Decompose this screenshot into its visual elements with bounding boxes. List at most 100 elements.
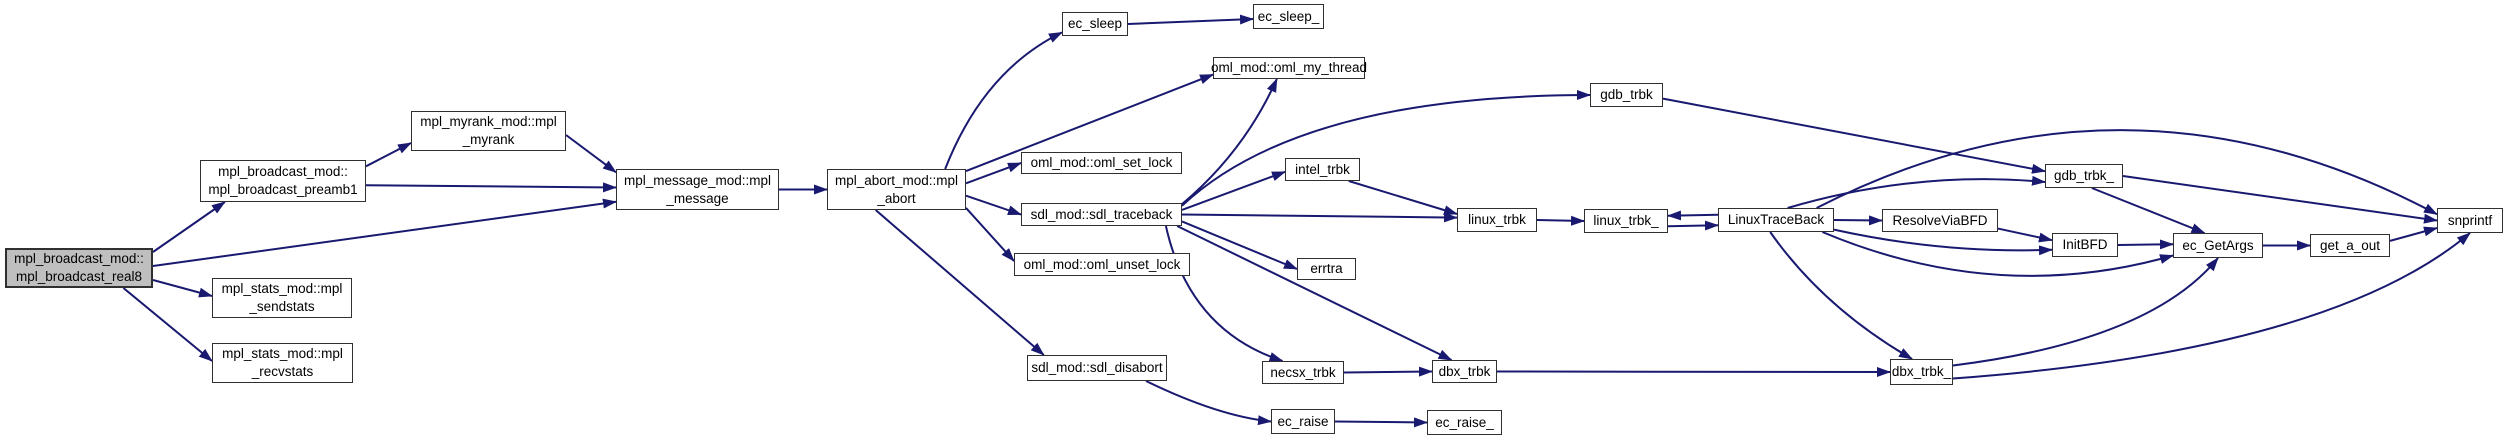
call-edge-mpl_broadcast_preamb1-to-mpl_myrank (365, 142, 412, 168)
graph-node-label: mpl_broadcast_mod:: (218, 164, 348, 179)
graph-node-necsx_trbk[interactable]: necsx_trbk (1262, 361, 1344, 384)
call-edge-mpl_abort-to-oml_set_lock (965, 162, 1022, 185)
graph-node-ec_sleep_[interactable]: ec_sleep_ (1253, 4, 1324, 29)
call-edge-sdl_traceback-to-dbx_trbk (1176, 225, 1453, 361)
call-edge-ec_sleep-to-ec_sleep_ (1127, 14, 1254, 25)
graph-node-label: ec_GetArgs (2182, 237, 2254, 253)
graph-node-label: mpl_stats_mod::mpl (221, 281, 343, 296)
graph-node-ResolveViaBFD[interactable]: ResolveViaBFD (1882, 209, 1998, 232)
call-edge-mpl_abort-to-oml_unset_lock (965, 207, 1015, 262)
call-edge-LinuxTraceBack-to-dbx_trbk_ (1769, 231, 1913, 360)
graph-node-label: sdl_mod::sdl_traceback (1030, 206, 1173, 222)
call-edge-InitBFD-to-ec_GetArgs (2117, 239, 2174, 250)
graph-node-snprintf[interactable]: snprintf (2437, 208, 2503, 233)
call-edge-gdb_trbk_-to-ec_GetArgs (2091, 187, 2206, 234)
call-edge-sdl_traceback-to-errtra (1181, 220, 1298, 270)
graph-node-mpl_abort[interactable]: mpl_abort_mod::mpl_abort (827, 169, 966, 210)
graph-node-label: LinuxTraceBack (1727, 212, 1825, 227)
graph-node-label: dbx_trbk_ (1891, 364, 1952, 379)
graph-node-linux_trbk_[interactable]: linux_trbk_ (1584, 209, 1668, 233)
graph-node-mpl_sendstats[interactable]: mpl_stats_mod::mpl_sendstats (212, 278, 352, 318)
call-edge-mpl_broadcast_preamb1-to-mpl_message (365, 182, 617, 193)
call-edge-dbx_trbk-to-dbx_trbk_ (1496, 366, 1891, 377)
graph-node-oml_unset_lock[interactable]: oml_mod::oml_unset_lock (1014, 253, 1190, 276)
graph-node-mpl_message[interactable]: mpl_message_mod::mpl_message (616, 169, 779, 210)
call-edge-LinuxTraceBack-to-ec_GetArgs (1822, 231, 2174, 277)
graph-node-dbx_trbk[interactable]: dbx_trbk (1432, 360, 1497, 383)
call-edge-sdl_traceback-to-linux_trbk (1181, 212, 1458, 223)
call-edge-mpl_abort-to-ec_sleep (944, 31, 1063, 170)
call-edge-gdb_trbk_-to-snprintf (2122, 175, 2438, 224)
call-edge-get_a_out-to-snprintf (2389, 226, 2438, 242)
graph-node-intel_trbk[interactable]: intel_trbk (1285, 158, 1360, 181)
graph-node-dbx_trbk_[interactable]: dbx_trbk_ (1890, 359, 1953, 385)
graph-node-label: mpl_abort_mod::mpl (834, 172, 959, 188)
graph-node-mpl_broadcast_real8: mpl_broadcast_mod::mpl_broadcast_real8 (5, 248, 153, 288)
graph-node-label: _recvstats (251, 364, 314, 379)
call-edge-linux_trbk-to-linux_trbk_ (1536, 215, 1585, 226)
graph-node-ec_raise_[interactable]: ec_raise_ (1427, 410, 1502, 435)
graph-node-label: necsx_trbk (1270, 364, 1336, 380)
graph-node-label: dbx_trbk (1438, 363, 1491, 379)
graph-node-label: mpl_message_mod::mpl (623, 172, 772, 188)
call-edge-sdl_traceback-to-oml_my_thread (1181, 78, 1278, 205)
graph-node-label: errtra (1310, 261, 1343, 276)
call-edge-ec_raise-to-ec_raise_ (1334, 417, 1428, 428)
call-edge-gdb_trbk-to-gdb_trbk_ (1662, 97, 2046, 174)
call-edge-ResolveViaBFD-to-InitBFD (1997, 227, 2053, 243)
graph-node-label: linux_trbk_ (1593, 213, 1659, 228)
graph-node-mpl_recvstats[interactable]: mpl_stats_mod::mpl_recvstats (212, 343, 353, 383)
graph-node-label: intel_trbk (1295, 161, 1350, 177)
call-edge-sdl_traceback-to-gdb_trbk (1181, 90, 1591, 207)
graph-node-label: mpl_broadcast_mod:: (14, 251, 144, 266)
graph-node-ec_raise[interactable]: ec_raise (1271, 409, 1335, 434)
graph-node-label: oml_mod::oml_set_lock (1030, 155, 1173, 170)
call-edge-sdl_traceback-to-intel_trbk (1181, 170, 1286, 211)
graph-node-label: oml_mod::oml_my_thread (1210, 60, 1368, 75)
graph-node-label: oml_mod::oml_unset_lock (1023, 256, 1181, 272)
call-edge-dbx_trbk_-to-ec_GetArgs (1952, 257, 2219, 367)
graph-node-label: snprintf (2447, 212, 2493, 228)
call-edge-mpl_broadcast_real8-to-mpl_message (152, 198, 617, 267)
call-edge-LinuxTraceBack-to-InitBFD (1833, 228, 2053, 256)
call-edge-LinuxTraceBack-to-ResolveViaBFD (1833, 215, 1883, 226)
graph-node-label: gdb_trbk (1600, 87, 1653, 102)
call-edge-sdl_traceback-to-necsx_trbk (1164, 225, 1284, 362)
graph-node-label: get_a_out (2319, 237, 2381, 253)
graph-node-label: ResolveViaBFD (1892, 212, 1988, 228)
call-edge-mpl_abort-to-sdl_disabort (874, 209, 1045, 356)
graph-node-label: ec_raise_ (1435, 414, 1494, 430)
graph-node-label: mpl_broadcast_preamb1 (208, 182, 358, 197)
call-edge-sdl_disabort-to-ec_raise (1145, 380, 1272, 426)
graph-node-ec_GetArgs[interactable]: ec_GetArgs (2173, 233, 2263, 258)
graph-node-ec_sleep[interactable]: ec_sleep (1062, 12, 1128, 36)
graph-node-label: _message (666, 190, 729, 206)
graph-node-label: sdl_mod::sdl_disabort (1031, 360, 1163, 375)
graph-node-label: _myrank (462, 132, 515, 147)
graph-node-linux_trbk[interactable]: linux_trbk (1457, 208, 1537, 232)
graph-node-label: mpl_stats_mod::mpl (222, 346, 343, 361)
graph-node-errtra[interactable]: errtra (1297, 258, 1356, 280)
call-edge-LinuxTraceBack-to-snprintf (1816, 129, 2438, 216)
graph-node-label: ec_sleep (1067, 16, 1123, 31)
graph-node-label: ec_sleep_ (1257, 8, 1320, 24)
graph-node-gdb_trbk_[interactable]: gdb_trbk_ (2045, 164, 2123, 188)
call-edge-dbx_trbk_-to-snprintf (1952, 232, 2471, 380)
graph-node-oml_my_thread[interactable]: oml_mod::oml_my_thread (1210, 57, 1368, 79)
graph-node-label: _abort (877, 190, 916, 206)
call-edge-mpl_abort-to-oml_my_thread (965, 73, 1214, 172)
call-edge-mpl_broadcast_real8-to-mpl_broadcast_preamb1 (152, 201, 226, 253)
graph-node-get_a_out[interactable]: get_a_out (2310, 234, 2390, 257)
graph-node-mpl_broadcast_preamb1[interactable]: mpl_broadcast_mod::mpl_broadcast_preamb1 (200, 160, 366, 202)
graph-node-sdl_traceback[interactable]: sdl_mod::sdl_traceback (1021, 203, 1182, 226)
call-edge-mpl_broadcast_real8-to-mpl_sendstats (152, 279, 213, 298)
graph-node-InitBFD[interactable]: InitBFD (2052, 233, 2118, 257)
graph-node-sdl_disabort[interactable]: sdl_mod::sdl_disabort (1027, 355, 1167, 381)
graph-node-oml_set_lock[interactable]: oml_mod::oml_set_lock (1021, 152, 1182, 174)
call-edge-LinuxTraceBack-to-linux_trbk_ (1667, 210, 1719, 221)
call-edge-mpl_myrank-to-mpl_message (565, 134, 617, 174)
graph-node-mpl_myrank[interactable]: mpl_myrank_mod::mpl_myrank (411, 111, 566, 151)
graph-node-gdb_trbk[interactable]: gdb_trbk (1590, 83, 1663, 107)
graph-node-LinuxTraceBack[interactable]: LinuxTraceBack (1718, 208, 1834, 232)
